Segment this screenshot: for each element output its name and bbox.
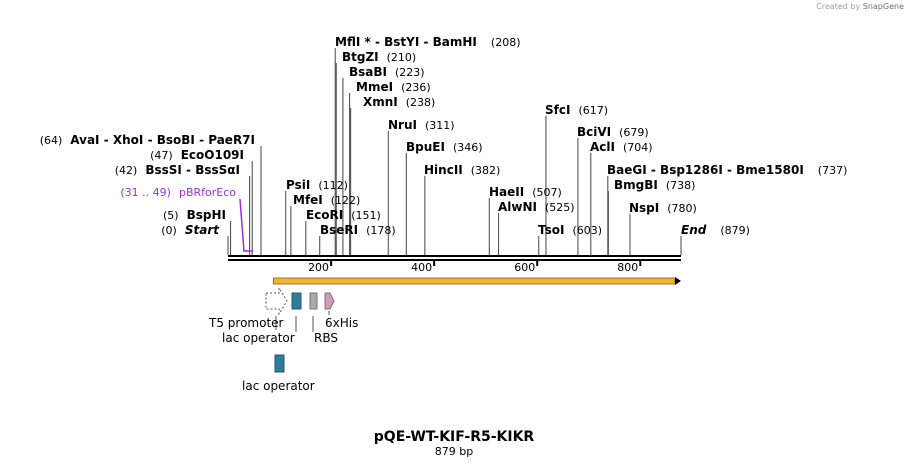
enzyme-label-ecoo109i[interactable]: (47)EcoO109I [150,148,244,162]
feature-lac-operator-1[interactable] [291,292,302,310]
tick-label-200: 200 [308,261,329,274]
enzyme-label-bseri[interactable]: BseRI(178) [320,223,396,237]
enzyme-label-nrui[interactable]: NruI(311) [388,118,455,132]
enzyme-label-tsoi[interactable]: TsoI(603) [538,223,602,237]
plasmid-length: 879 bp [435,445,473,458]
enzyme-label-bsphi[interactable]: (5)BspHI [163,208,226,222]
enzyme-label-xmni[interactable]: XmnI(238) [363,95,435,109]
end-label: End(879) [681,223,750,237]
orf-bar[interactable] [272,277,676,285]
enzyme-label-bsabi[interactable]: BsaBI(223) [349,65,425,79]
primer-pbrforeco[interactable] [239,198,254,252]
feature-leader-lines [275,311,330,332]
tick-label-800: 800 [617,261,638,274]
feature-label-t5-promoter: T5 promoter [208,316,284,330]
enzyme-label-mmei[interactable]: MmeI(236) [356,80,431,94]
sequence-backbone [228,255,681,261]
enzyme-label-avai[interactable]: (64)AvaI - XhoI - BsoBI - PaeR7I [40,133,255,147]
enzyme-label-nspi[interactable]: NspI(780) [629,201,697,215]
snapgene-credit: Created by SnapGene [816,2,904,11]
feature-label-lac-operator-1: lac operator [222,331,295,345]
enzyme-label-bmgbi[interactable]: BmgBI(738) [614,178,695,192]
enzyme-label-hincii[interactable]: HincII(382) [424,163,500,177]
plasmid-name: pQE-WT-KIF-R5-KIKR [374,429,535,445]
feature-rbs[interactable] [309,292,318,310]
cut-site-lines [227,48,682,255]
tick-label-600: 600 [514,261,535,274]
enzyme-label-ecori[interactable]: EcoRI(151) [306,208,381,222]
feature-label-lac-operator-2: lac operator [242,379,315,393]
enzyme-label-btgzi[interactable]: BtgZI(210) [342,50,416,64]
enzyme-label-mfei[interactable]: MfeI(122) [293,193,360,207]
orf-arrowhead [675,277,681,285]
enzyme-label-acli[interactable]: AclI(704) [590,140,653,154]
feature-6xhis[interactable] [324,292,335,310]
tick-label-400: 400 [411,261,432,274]
credit-brand: SnapGene [862,2,904,11]
enzyme-label-baegi[interactable]: BaeGI - Bsp1286I - Bme1580I(737) [607,163,847,177]
feature-t5-promoter[interactable] [265,286,288,316]
ruler-ticks: 200 400 600 800 [308,260,642,274]
enzyme-label-alwni[interactable]: AlwNI(525) [498,200,575,214]
enzyme-label-bcivi[interactable]: BciVI(679) [577,125,649,139]
enzyme-label-haeii[interactable]: HaeII(507) [489,185,562,199]
feature-lac-operator-2[interactable] [274,354,285,373]
enzyme-label-sfci[interactable]: SfcI(617) [545,103,608,117]
orf-arrow[interactable] [272,277,681,285]
feature-label-6xhis: 6xHis [325,316,358,330]
enzyme-label-psti[interactable]: PsiI(112) [286,178,348,192]
primer-label[interactable]: (31 .. 49)pBRforEco [120,186,236,199]
enzyme-label-mfli[interactable]: MflI * - BstYI - BamHI(208) [335,35,521,49]
feature-label-rbs: RBS [314,331,338,345]
start-label: (0)Start [161,223,220,237]
enzyme-label-bsssi[interactable]: (42)BssSI - BssSαI [115,163,240,177]
enzyme-label-bpuei[interactable]: BpuEI(346) [406,140,483,154]
credit-prefix: Created by [816,2,861,11]
